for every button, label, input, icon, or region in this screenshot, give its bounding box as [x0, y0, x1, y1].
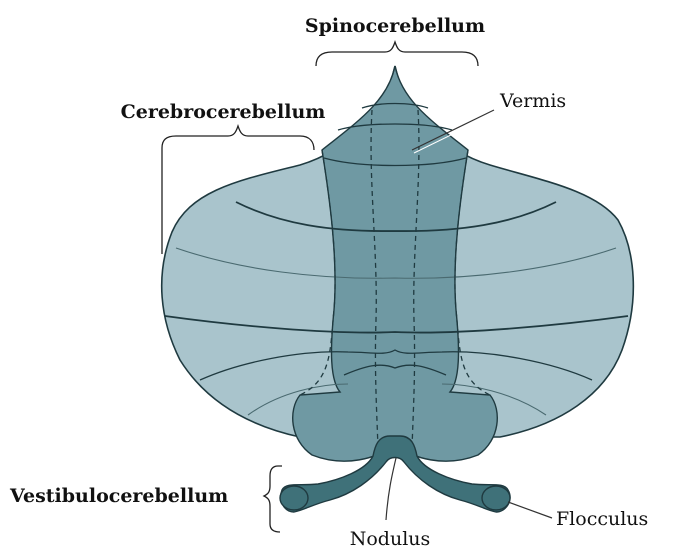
nodulus-leader-line: [386, 458, 396, 520]
label-spinocerebellum: Spinocerebellum: [305, 15, 485, 37]
label-vestibulocerebellum: Vestibulocerebellum: [9, 485, 228, 507]
label-flocculus: Flocculus: [556, 508, 648, 530]
bracket-vestibulocerebellum: [264, 466, 282, 532]
bracket-spinocerebellum: [316, 42, 478, 66]
label-nodulus: Nodulus: [350, 528, 431, 550]
label-cerebrocerebellum: Cerebrocerebellum: [121, 101, 326, 123]
label-vermis: Vermis: [499, 90, 566, 112]
flocculus-leader-line: [508, 502, 552, 518]
